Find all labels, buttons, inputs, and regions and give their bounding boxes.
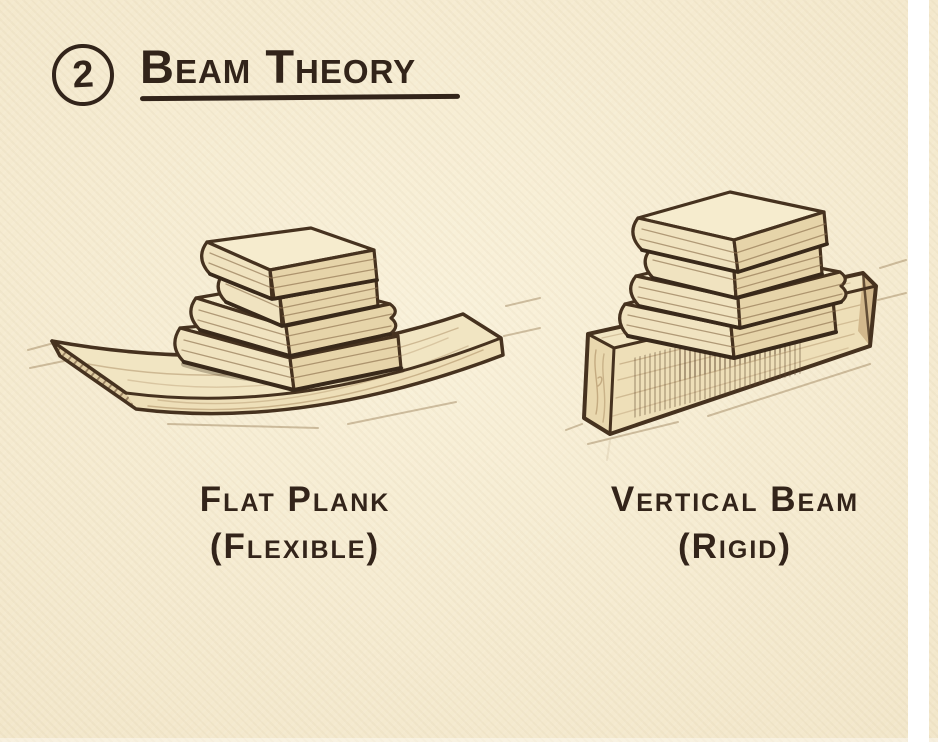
book bbox=[200, 226, 379, 301]
book-stack bbox=[618, 190, 848, 360]
vertical-beam-illustration bbox=[565, 190, 907, 461]
title-text-wrap: Beam Theory bbox=[139, 40, 461, 102]
caption-line: (Flexible) bbox=[209, 527, 381, 566]
sketch-lines bbox=[565, 259, 907, 461]
book-stack bbox=[173, 226, 403, 392]
caption-flat-plank: Flat Plank (Flexible) bbox=[40, 476, 550, 570]
bottom-edge-highlight bbox=[0, 738, 938, 742]
book bbox=[631, 190, 829, 274]
section-number: 2 bbox=[71, 52, 95, 97]
right-margin-strip bbox=[908, 0, 929, 742]
title-underline bbox=[139, 93, 461, 102]
sketch-lines bbox=[27, 297, 541, 429]
page-title: Beam Theory bbox=[140, 40, 417, 93]
title-block: 2 Beam Theory bbox=[50, 40, 461, 108]
flat-plank-illustration bbox=[27, 226, 541, 429]
caption-line: Vertical Beam bbox=[610, 480, 860, 519]
caption-line: (Rigid) bbox=[678, 527, 792, 566]
caption-vertical-beam: Vertical Beam (Rigid) bbox=[555, 476, 915, 570]
circled-number: 2 bbox=[50, 42, 116, 108]
caption-line: Flat Plank bbox=[199, 480, 391, 519]
